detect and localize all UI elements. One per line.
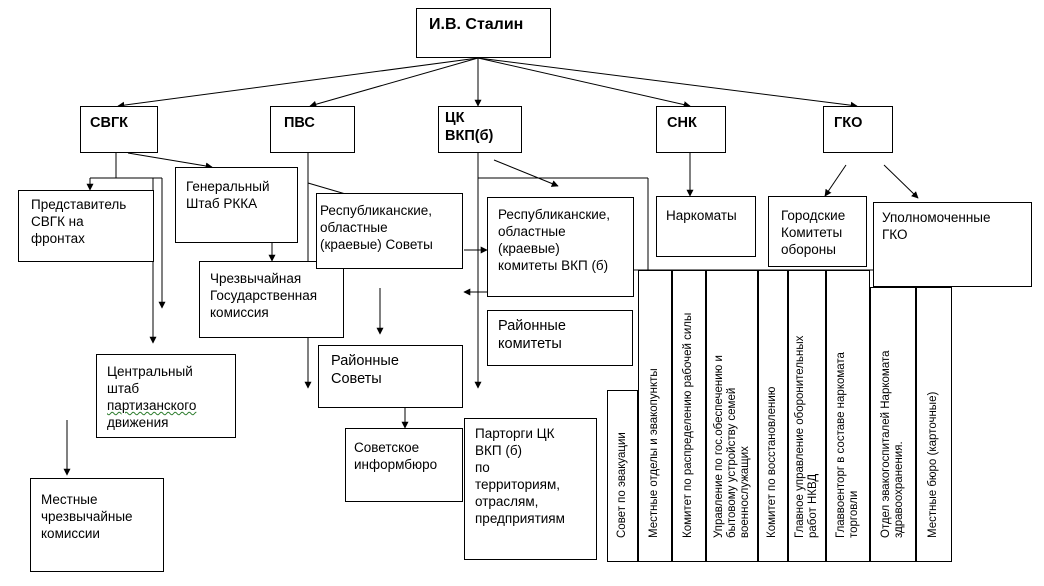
partisan-hq-line: партизанского	[107, 398, 197, 413]
general-staff-box: Генеральный Штаб РККА	[175, 167, 298, 243]
ck-label-line1: ЦК	[445, 110, 465, 126]
vertical-box-line: Совет по эвакуации	[615, 432, 628, 538]
gko-label: ГКО	[834, 115, 863, 131]
republican-soviets-box: Республиканские, областные (краевые) Сов…	[316, 193, 463, 269]
party-organizers-box: Парторги ЦК ВКП (б) по территориям, отра…	[464, 418, 597, 560]
party-organizers-line: территориям,	[475, 477, 561, 492]
vertical-box-labor-distribution: Комитет по распределению рабочей силы	[672, 270, 706, 562]
snk-box: СНК	[656, 106, 726, 153]
stalin-box: И.В. Сталин	[416, 8, 551, 58]
representative-line: СВГК на	[31, 214, 84, 229]
republican-committees-line: областные	[498, 224, 566, 239]
svgk-box: СВГК	[80, 106, 158, 153]
vertical-box-line: Управление по гос.обеспечению и	[713, 355, 725, 538]
vertical-box-family-provision: Управление по гос.обеспечению и бытовому…	[706, 270, 758, 562]
vertical-box-local-departments: Местные отделы и эвакопункты	[638, 270, 672, 562]
vertical-box-line: здравоохранения.	[893, 441, 905, 538]
district-committees-box: Районные комитеты	[487, 310, 633, 366]
vertical-box-local-bureaus: Местные бюро (карточные)	[916, 287, 952, 562]
partisan-hq-line: штаб	[107, 381, 140, 396]
local-emergency-box: Местные чрезвычайные комиссии	[30, 478, 164, 572]
vertical-box-line: Местные бюро (карточные)	[927, 391, 939, 538]
party-organizers-line: Парторги ЦК	[475, 426, 555, 441]
republican-committees-line: комитеты ВКП (б)	[498, 258, 609, 273]
vertical-box-evacuation-council: Совет по эвакуации	[607, 390, 638, 562]
city-committees-line: обороны	[781, 242, 836, 257]
svgk-representative-box: Представитель СВГК на фронтах	[18, 190, 154, 262]
vertical-box-line: бытовому устройству семей	[726, 387, 738, 538]
partisan-hq-line: Центральный	[107, 364, 193, 379]
vertical-box-restoration: Комитет по восстановлению	[758, 270, 788, 562]
snk-label: СНК	[667, 115, 697, 131]
party-organizers-line: отраслям,	[475, 494, 539, 509]
plenipotentiaries-box: Уполномоченные ГКО	[873, 202, 1032, 287]
ck-box: ЦК ВКП(б)	[438, 106, 522, 153]
general-staff-line: Генеральный	[186, 179, 270, 194]
vertical-box-line: военнослужащих	[739, 446, 751, 538]
republican-soviets-line: Республиканские,	[320, 203, 433, 218]
svgk-label: СВГК	[90, 115, 129, 131]
district-soviets-line: Советы	[331, 371, 382, 387]
vertical-box-line: Комитет по распределению рабочей силы	[682, 312, 694, 538]
partisan-hq-box: Центральный штаб партизанского движения	[96, 354, 236, 438]
vertical-box-line: торговли	[848, 490, 860, 538]
pvs-label: ПВС	[284, 115, 315, 131]
gko-box: ГКО	[823, 106, 893, 153]
emergency-commission-line: комиссия	[210, 305, 269, 320]
partisan-hq-line: движения	[107, 415, 169, 430]
representative-line: фронтах	[31, 231, 85, 246]
republican-committees-line: Республиканские,	[498, 207, 611, 222]
commissariats-label: Наркоматы	[666, 208, 737, 223]
stalin-label: И.В. Сталин	[429, 16, 524, 33]
party-organizers-line: предприятиям	[475, 511, 565, 526]
republican-committees-line: (краевые)	[498, 241, 560, 256]
ck-label-line2: ВКП(б)	[445, 128, 494, 144]
district-soviets-box: Районные Советы	[318, 345, 463, 408]
vertical-box-line: Главвоенторг в составе наркомата	[835, 352, 847, 538]
local-emergency-line: чрезвычайные	[41, 509, 133, 524]
republican-committees-box: Республиканские, областные (краевые) ком…	[487, 197, 634, 297]
commissariats-box: Наркоматы	[656, 196, 756, 257]
emergency-commission-line: Чрезвычайная	[210, 271, 302, 286]
sovinformburo-line: информбюро	[354, 457, 438, 472]
emergency-commission-box: Чрезвычайная Государственная комиссия	[199, 261, 344, 338]
plenipotentiaries-line: ГКО	[882, 227, 908, 242]
city-committees-box: Городские Комитеты обороны	[768, 196, 867, 267]
city-committees-line: Городские	[781, 208, 846, 223]
vertical-box-line: Комитет по восстановлению	[766, 386, 778, 538]
vertical-box-defense-works: Главное управление оборонительных работ …	[788, 270, 826, 562]
vertical-box-military-trade: Главвоенторг в составе наркомата торговл…	[826, 270, 870, 562]
vertical-box-evac-hospitals: Отдел эвакогоспиталей Наркомата здравоох…	[870, 287, 916, 562]
vertical-box-line: Местные отделы и эвакопункты	[648, 368, 660, 538]
party-organizers-line: по	[475, 460, 490, 475]
representative-line: Представитель	[31, 197, 127, 212]
republican-soviets-line: (краевые) Советы	[320, 237, 433, 252]
city-committees-line: Комитеты	[781, 225, 843, 240]
republican-soviets-line: областные	[320, 220, 388, 235]
pvs-box: ПВС	[270, 106, 355, 153]
local-emergency-line: Местные	[41, 492, 98, 507]
general-staff-line: Штаб РККА	[186, 196, 258, 211]
local-emergency-line: комиссии	[41, 526, 100, 541]
vertical-box-line: Главное управление оборонительных	[794, 335, 806, 538]
vertical-box-line: Отдел эвакогоспиталей Наркомата	[880, 350, 892, 539]
party-organizers-line: ВКП (б)	[475, 443, 523, 458]
sovinformburo-box: Советское информбюро	[345, 428, 463, 502]
district-committees-line: Районные	[498, 318, 566, 334]
district-soviets-line: Районные	[331, 353, 399, 369]
emergency-commission-line: Государственная	[210, 288, 318, 303]
sovinformburo-line: Советское	[354, 440, 420, 455]
vertical-box-line: работ НКВД	[807, 473, 819, 538]
district-committees-line: комитеты	[498, 336, 562, 352]
plenipotentiaries-line: Уполномоченные	[882, 210, 991, 225]
